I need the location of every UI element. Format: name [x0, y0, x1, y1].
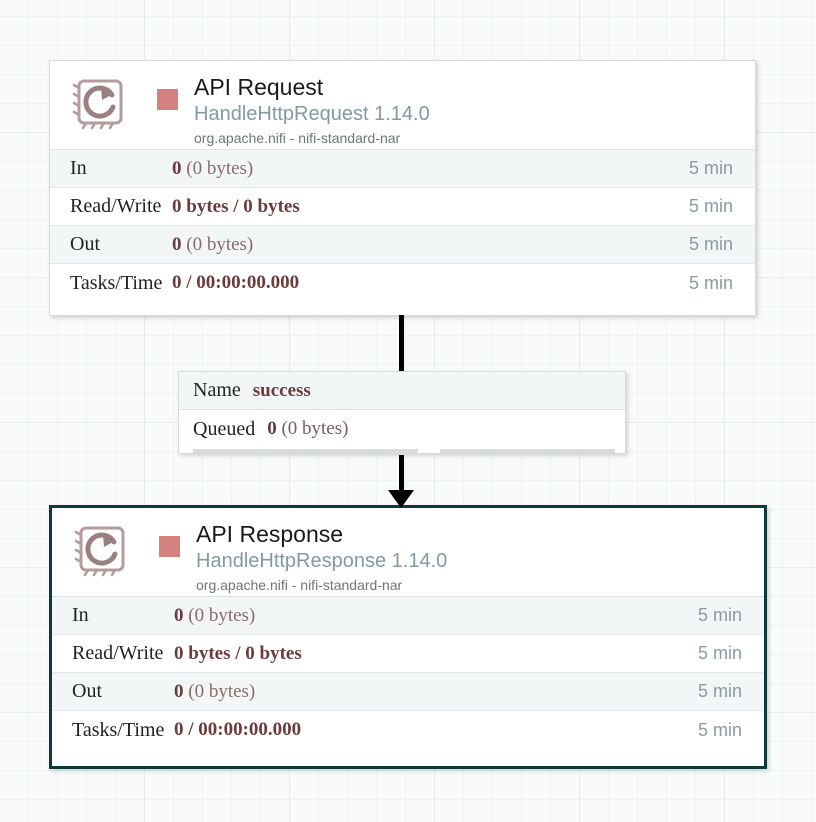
stat-value-primary: 0 / 00:00:00.000 — [174, 719, 302, 740]
stat-value-primary: 0 — [174, 604, 184, 626]
stat-label: Tasks/Time — [72, 718, 165, 741]
stat-value: 0 / 00:00:00.000 — [172, 272, 689, 294]
stat-row-in: In 0 (0 bytes) 5 min — [52, 597, 764, 635]
stat-label: Out — [70, 233, 100, 255]
stat-value: 0 (0 bytes) — [172, 158, 689, 180]
queued-size: (0 bytes) — [281, 418, 349, 439]
stat-row-in: In 0 (0 bytes) 5 min — [50, 150, 755, 188]
stat-label: Read/Write — [70, 195, 162, 217]
connection-relationship: success — [252, 379, 311, 401]
stat-value-primary: 0 — [172, 157, 182, 179]
connection-name-value: success — [253, 380, 311, 402]
stat-value: 0 bytes / 0 bytes — [172, 196, 689, 218]
stat-value-primary: 0 — [174, 680, 184, 702]
processor-name: API Request — [194, 74, 324, 100]
stat-label: In — [72, 604, 89, 626]
processor-type: HandleHttpResponse 1.14.0 — [196, 550, 448, 572]
connection-queued-label: Queued — [193, 417, 256, 440]
processor-api-response[interactable]: API Response HandleHttpResponse 1.14.0 o… — [49, 505, 767, 769]
queued-count: 0 — [267, 418, 277, 439]
stat-time: 5 min — [697, 719, 742, 740]
stat-value: 0 (0 bytes) — [174, 605, 698, 627]
run-status-indicator-stopped[interactable] — [159, 536, 180, 557]
stat-label: Tasks/Time — [70, 271, 163, 294]
processor-stats-table: In 0 (0 bytes) 5 min Read/Write 0 bytes … — [52, 596, 764, 749]
connection-line-lower[interactable] — [399, 450, 404, 503]
stat-value-secondary: (0 bytes) — [186, 157, 254, 179]
connection-queued-value: 0 (0 bytes) — [267, 418, 348, 440]
processor-header: API Response HandleHttpResponse 1.14.0 o… — [52, 508, 764, 596]
stat-time: 5 min — [697, 643, 742, 663]
processor-api-request[interactable]: API Request HandleHttpRequest 1.14.0 org… — [49, 60, 756, 316]
stat-time: 5 min — [688, 272, 733, 293]
stat-value-secondary: (0 bytes) — [188, 604, 256, 626]
stat-value-primary: 0 — [172, 233, 182, 255]
processor-bundle: org.apache.nifi - nifi-standard-nar — [196, 577, 403, 593]
processor-titles: API Request HandleHttpRequest 1.14.0 org… — [194, 73, 430, 148]
stat-value-primary: 0 bytes / 0 bytes — [174, 642, 302, 664]
processor-chip-icon — [72, 77, 130, 135]
stat-time: 5 min — [697, 605, 742, 625]
connection-name-label: Name — [193, 379, 241, 401]
run-status-indicator-stopped[interactable] — [157, 89, 178, 110]
stat-time: 5 min — [688, 196, 733, 216]
processor-chip-icon — [74, 524, 132, 582]
connection-name-row: Name success — [179, 372, 625, 410]
connection-queue-bars — [179, 448, 625, 456]
stat-row-read-write: Read/Write 0 bytes / 0 bytes 5 min — [52, 635, 764, 673]
connection-line-upper[interactable] — [399, 315, 404, 375]
stat-row-tasks-time: Tasks/Time 0 / 00:00:00.000 5 min — [50, 264, 755, 302]
stat-time: 5 min — [688, 158, 733, 178]
queue-size-bar — [439, 449, 615, 455]
processor-bundle: org.apache.nifi - nifi-standard-nar — [194, 130, 401, 146]
stat-value-secondary: (0 bytes) — [188, 680, 256, 702]
stat-value-primary: 0 / 00:00:00.000 — [172, 272, 300, 293]
stat-row-read-write: Read/Write 0 bytes / 0 bytes 5 min — [50, 188, 755, 226]
stat-label: In — [70, 157, 87, 179]
stat-time: 5 min — [688, 234, 733, 254]
queue-count-bar — [193, 449, 418, 455]
stat-row-out: Out 0 (0 bytes) 5 min — [50, 226, 755, 264]
stat-value-primary: 0 bytes / 0 bytes — [172, 195, 300, 217]
connection-queued-row: Queued 0 (0 bytes) — [179, 410, 625, 448]
stat-value: 0 / 00:00:00.000 — [174, 719, 698, 741]
processor-titles: API Response HandleHttpResponse 1.14.0 o… — [196, 520, 447, 595]
stat-row-tasks-time: Tasks/Time 0 / 00:00:00.000 5 min — [52, 711, 764, 749]
stat-label: Read/Write — [72, 642, 164, 664]
stat-row-out: Out 0 (0 bytes) 5 min — [52, 673, 764, 711]
connection-arrowhead — [388, 490, 414, 508]
processor-header: API Request HandleHttpRequest 1.14.0 org… — [50, 61, 755, 149]
connection-success[interactable]: Name success Queued 0 (0 bytes) — [178, 371, 626, 456]
stat-time: 5 min — [697, 681, 742, 701]
stat-value-secondary: (0 bytes) — [186, 233, 254, 255]
processor-stats-table: In 0 (0 bytes) 5 min Read/Write 0 bytes … — [50, 149, 755, 302]
processor-type: HandleHttpRequest 1.14.0 — [194, 103, 430, 125]
stat-value: 0 bytes / 0 bytes — [174, 643, 698, 665]
processor-name: API Response — [196, 521, 344, 547]
stat-label: Out — [72, 680, 102, 702]
stat-value: 0 (0 bytes) — [174, 681, 698, 703]
stat-value: 0 (0 bytes) — [172, 234, 689, 256]
